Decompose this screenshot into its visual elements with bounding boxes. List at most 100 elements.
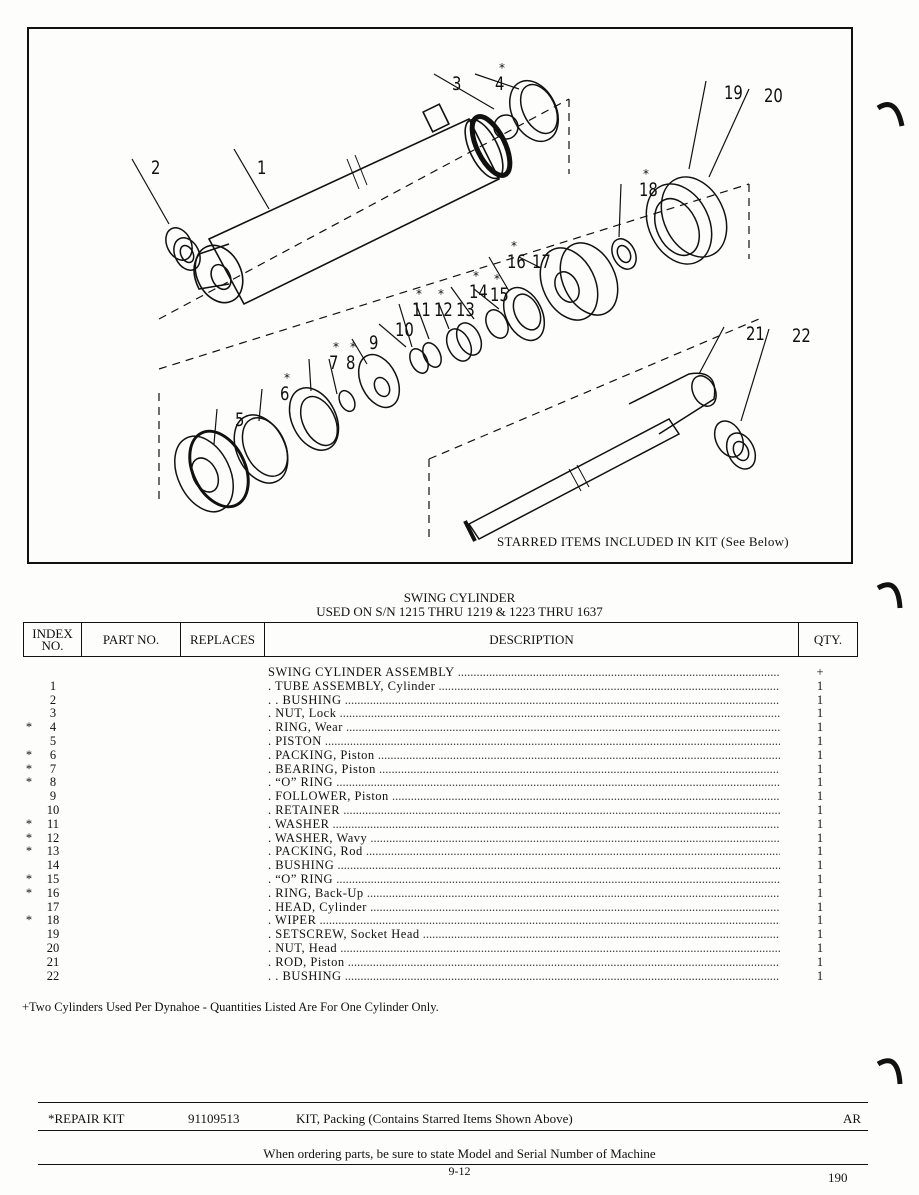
index-number: 11: [46, 816, 60, 831]
kit-star-marker: *: [350, 340, 356, 354]
table-row: 22. . BUSHING ..........................…: [22, 968, 858, 984]
part-description: . WASHER, Wavy .........................…: [268, 831, 780, 845]
callout-15: 15: [490, 284, 509, 306]
cylinder-head-assembly: [611, 176, 728, 270]
header-index: INDEX NO.: [24, 623, 82, 656]
kit-star-marker: *: [284, 371, 290, 385]
callout-6: 6: [280, 383, 290, 405]
repair-kit-description: KIT, Packing (Contains Starred Items Sho…: [296, 1111, 573, 1126]
table-row: 3. NUT, Lock ...........................…: [22, 707, 858, 721]
table-row: *13. PACKING, Rod ......................…: [22, 845, 858, 859]
callout-5: 5: [235, 409, 245, 431]
page-number: 190: [828, 1170, 848, 1185]
quantity: 1: [816, 720, 824, 735]
quantity: 1: [816, 858, 824, 873]
kit-star-marker: *: [25, 885, 33, 900]
quantity: 1: [816, 968, 824, 983]
quantity: 1: [816, 816, 824, 831]
repair-kit-part-no: 91109513: [188, 1111, 240, 1126]
callout-20: 20: [764, 85, 783, 107]
index-number: 1: [49, 678, 57, 693]
quantity: 1: [816, 678, 824, 693]
index-number: 7: [49, 761, 57, 776]
repair-kit-label: *REPAIR KIT: [48, 1111, 125, 1126]
divider: [38, 1102, 868, 1103]
callout-10: 10: [395, 319, 414, 341]
kit-star-marker: *: [494, 272, 500, 286]
part-description: . “O” RING .............................…: [268, 776, 780, 790]
quantity: 1: [816, 871, 824, 886]
piston-rod: [463, 372, 717, 542]
callout-16: 16: [507, 251, 526, 273]
kit-star-marker: *: [25, 913, 33, 928]
index-number: 20: [46, 940, 60, 955]
table-row: 2. . BUSHING ...........................…: [22, 693, 858, 708]
quantity: 1: [816, 844, 824, 859]
callout-2: 2: [151, 157, 161, 179]
index-number: 13: [46, 844, 60, 859]
index-number: 8: [49, 775, 57, 790]
part-description: . TUBE ASSEMBLY, Cylinder ..............…: [268, 679, 780, 693]
kit-star-marker: *: [25, 775, 33, 790]
index-number: 14: [46, 858, 60, 873]
quantity: 1: [816, 830, 824, 845]
cylinder-drawing: [131, 73, 770, 542]
kit-star-marker: *: [438, 287, 444, 301]
bushing-22: [713, 420, 757, 470]
part-description: . NUT, Head ............................…: [268, 941, 780, 955]
part-description: SWING CYLINDER ASSEMBLY ................…: [268, 666, 780, 679]
table-row: 21 . ROD, Piston ........................…: [22, 954, 858, 970]
table-row: 14. BUSHING ............................…: [22, 858, 858, 873]
callout-4: 4: [495, 73, 505, 95]
quantity: 1: [816, 747, 824, 762]
ordering-note: When ordering parts, be sure to state Mo…: [263, 1146, 656, 1161]
index-number: 18: [46, 913, 60, 928]
callout-7: 7: [329, 352, 339, 374]
header-description: DESCRIPTION: [265, 623, 799, 656]
kit-star-marker: *: [473, 269, 479, 283]
part-description: . . BUSHING ............................…: [268, 693, 780, 707]
table-row: * 8 . “O” RING ...........................…: [22, 776, 858, 790]
index-number: 19: [46, 927, 60, 942]
quantity: 1: [816, 775, 824, 790]
table-row: 1 . TUBE ASSEMBLY, Cylinder .............…: [22, 678, 858, 694]
kit-star-marker: *: [25, 720, 33, 735]
kit-star-marker: *: [25, 871, 33, 886]
callout-11: 11: [412, 299, 431, 321]
quantity: 1: [816, 927, 824, 942]
table-row: *18. WIPER .............................…: [22, 914, 858, 928]
divider: [38, 1130, 868, 1131]
part-description: . RING, Back-Up ........................…: [268, 886, 780, 900]
piston-stack: [174, 353, 401, 513]
index-number: 12: [46, 830, 60, 845]
callout-14: 14: [469, 281, 488, 303]
kit-star-marker: *: [25, 844, 33, 859]
kit-star-marker: *: [333, 340, 339, 354]
quantity: 1: [816, 789, 824, 804]
callout-12: 12: [434, 299, 453, 321]
starred-items-note: STARRED ITEMS INCLUDED IN KIT (See Below…: [497, 534, 789, 549]
table-row: 20 . NUT, Head ..........................…: [22, 940, 858, 956]
kit-star-marker: *: [25, 830, 33, 845]
bushing-2: [165, 227, 201, 271]
page-subtitle: USED ON S/N 1215 THRU 1219 & 1223 THRU 1…: [316, 604, 603, 619]
kit-star-marker: *: [25, 761, 33, 776]
part-description: . RETAINER .............................…: [268, 803, 780, 817]
part-description: . ROD, Piston ..........................…: [268, 955, 780, 969]
cylinder-tube: [193, 103, 513, 306]
table-row: SWING CYLINDER ASSEMBLY ................…: [22, 665, 858, 680]
part-description: . . BUSHING ............................…: [268, 969, 780, 983]
quantity-footnote: +Two Cylinders Used Per Dynahoe - Quanti…: [22, 1000, 439, 1014]
callout-19: 19: [724, 82, 743, 104]
divider: [38, 1164, 868, 1165]
kit-star-marker: *: [416, 287, 422, 301]
parts-table-header: INDEX NO. PART NO. REPLACES DESCRIPTION …: [23, 622, 858, 657]
part-description: . NUT, Lock ............................…: [268, 707, 780, 721]
index-number: 15: [46, 871, 60, 886]
quantity: +: [816, 665, 824, 679]
header-qty: QTY.: [813, 631, 843, 647]
index-number: 21: [46, 954, 60, 969]
nut-and-wear-ring: [493, 79, 559, 143]
callout-17: 17: [532, 251, 551, 273]
